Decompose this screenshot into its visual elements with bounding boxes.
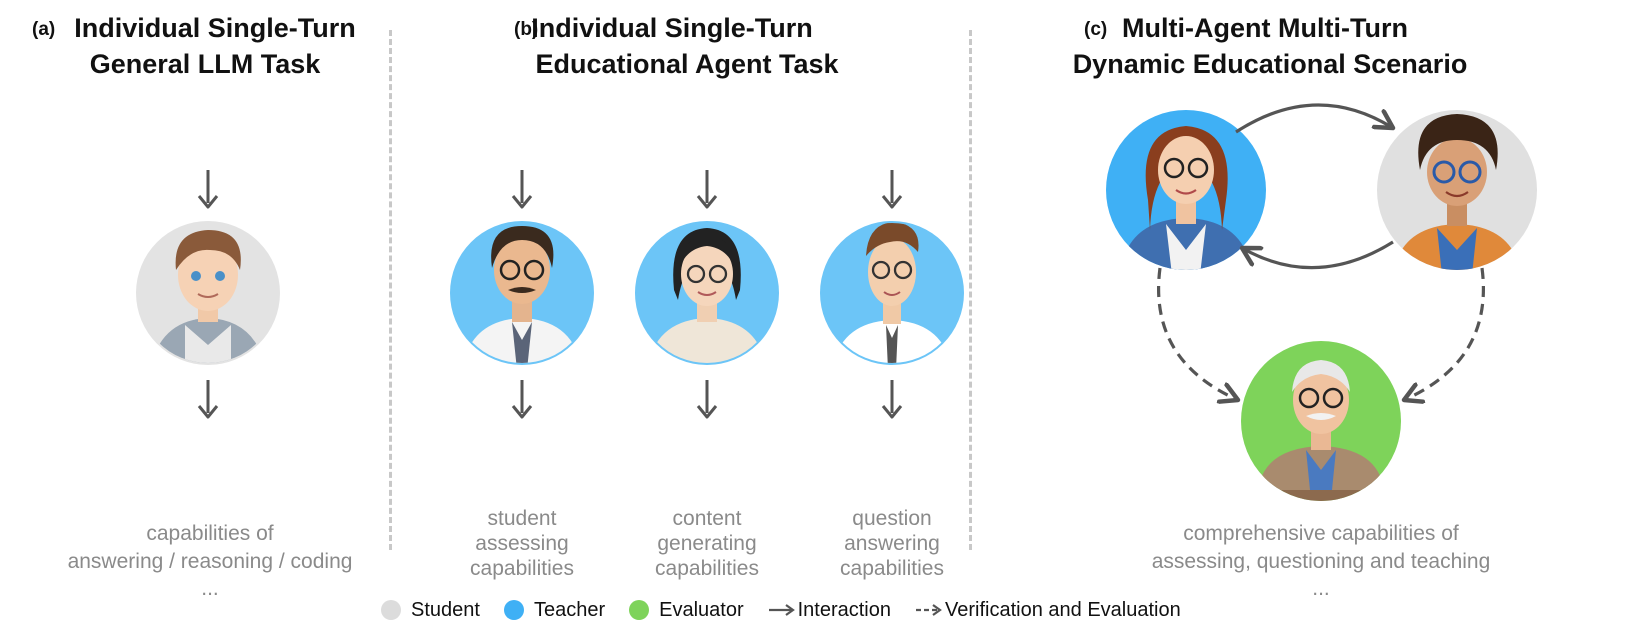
panel-divider-left — [389, 30, 392, 550]
legend-student-label: Student — [411, 598, 480, 621]
panel-a-caption-line1: capabilities of — [146, 522, 274, 545]
student-color-dot — [381, 600, 401, 620]
panel-c-title-line2: Dynamic Educational Scenario — [1072, 49, 1468, 79]
panel-a-output-arrow — [197, 380, 219, 419]
panel-b-arrow-in-1 — [511, 170, 533, 209]
legend-verification-label: Verification and Evaluation — [945, 598, 1181, 621]
panel-b-caption-2-line2: generating — [657, 532, 757, 555]
panel-b-caption-3-line2: answering — [844, 532, 940, 555]
panel-b-caption-1-line1: student — [487, 507, 557, 530]
legend-evaluator: Evaluator — [629, 599, 744, 622]
panel-c-title: (c) Multi-Agent Multi-Turn Dynamic Educa… — [1070, 10, 1470, 82]
panel-c-tag: (c) — [1084, 19, 1108, 40]
panel-b-caption-3-line1: question — [852, 507, 932, 530]
panel-b-arrow-out-1 — [511, 380, 533, 419]
panel-b-caption-1-line2: assessing — [475, 532, 569, 555]
interaction-arrow-teacher-to-student — [1235, 103, 1393, 134]
interaction-arrow-student-to-teacher — [1242, 240, 1394, 270]
panel-c-caption-line2: assessing, questioning and teaching — [1151, 550, 1491, 573]
panel-b-title-line2: Educational Agent Task — [535, 49, 839, 79]
legend-teacher-label: Teacher — [533, 598, 606, 621]
teacher-avatar-b1 — [450, 221, 594, 365]
teacher-avatar-c — [1106, 110, 1266, 270]
panel-a-caption-line3: ... — [201, 577, 219, 600]
panel-b-caption-1: student assessing capabilities — [447, 506, 597, 581]
evaluator-avatar-c — [1241, 341, 1401, 501]
panel-b-arrow-out-3 — [881, 380, 903, 419]
panel-a-title-line1: Individual Single-Turn — [74, 13, 356, 43]
panel-a-title-line2: General LLM Task — [89, 49, 321, 79]
panel-a-caption: capabilities of answering / reasoning / … — [30, 520, 390, 602]
panel-b-caption-3: question answering capabilities — [817, 506, 967, 581]
panel-b-input-arrows — [511, 170, 903, 209]
evaluator-color-dot — [629, 600, 650, 620]
legend-student: Student — [381, 599, 480, 622]
teacher-color-dot — [503, 600, 524, 620]
panel-b-caption-3-line3: capabilities — [840, 557, 944, 580]
panel-c-title-line1: Multi-Agent Multi-Turn — [1122, 13, 1408, 43]
panel-b-arrow-in-2 — [696, 170, 718, 209]
panel-c-caption-line1: comprehensive capabilities of — [1183, 522, 1459, 545]
panel-b-title: (b) Individual Single-Turn Educational A… — [512, 10, 852, 82]
student-avatar-c — [1377, 110, 1537, 270]
panel-b-output-arrows — [511, 380, 903, 419]
teacher-avatar-b3 — [820, 221, 964, 365]
panel-c-caption-line3: ... — [1312, 577, 1330, 600]
legend-teacher: Teacher — [503, 598, 606, 622]
legend-interaction: Interaction — [768, 599, 891, 622]
legend-verification: Verification and Evaluation — [915, 599, 1181, 622]
solid-arrow-icon — [768, 604, 795, 616]
verification-arrow-student-to-evaluator — [1404, 267, 1485, 400]
panel-b-caption-1-line3: capabilities — [470, 557, 574, 580]
student-avatar-a — [136, 221, 280, 365]
panel-a-tag: (a) — [32, 19, 56, 40]
panel-b-caption-2: content generating capabilities — [632, 506, 782, 581]
verification-arrow-teacher-to-evaluator — [1157, 267, 1238, 400]
panel-b-arrow-out-2 — [696, 380, 718, 419]
panel-b-tag: (b) — [514, 19, 539, 40]
panel-a-caption-line2: answering / reasoning / coding — [67, 550, 353, 573]
panel-b-title-line1: Individual Single-Turn — [531, 13, 813, 43]
legend-evaluator-label: Evaluator — [659, 598, 744, 621]
panel-a-input-arrow — [197, 170, 219, 209]
panel-c-caption: comprehensive capabilities of assessing,… — [1091, 520, 1551, 602]
panel-b-arrow-in-3 — [881, 170, 903, 209]
legend-interaction-label: Interaction — [797, 598, 891, 621]
panel-b-caption-2-line3: capabilities — [655, 557, 759, 580]
panel-divider-right — [969, 30, 972, 550]
panel-b-caption-2-line1: content — [672, 507, 742, 530]
teacher-avatar-b2 — [635, 221, 779, 365]
dashed-arrow-icon — [916, 604, 942, 616]
panel-a-title: (a) Individual Single-Turn General LLM T… — [30, 10, 370, 82]
legend: Student Teacher Evaluator Interaction Ve… — [381, 597, 1205, 623]
